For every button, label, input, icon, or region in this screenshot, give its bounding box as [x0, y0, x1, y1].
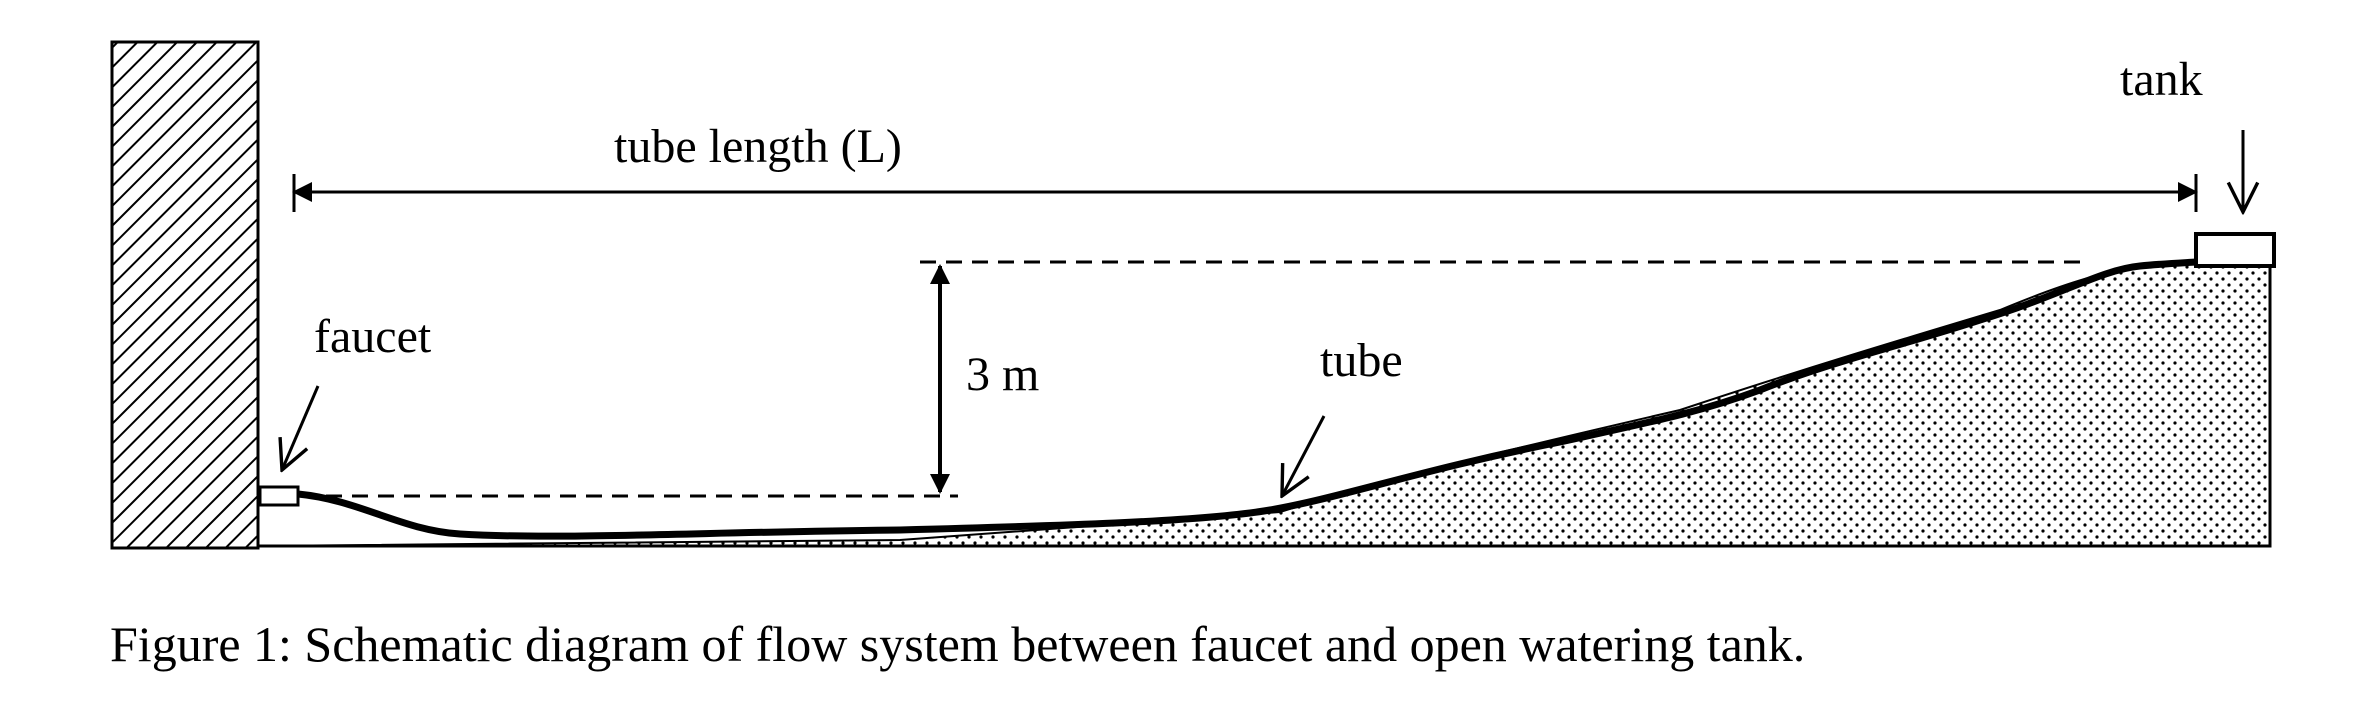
faucet-label: faucet	[314, 310, 432, 363]
wall	[110, 40, 260, 550]
tube-pointer-arrow	[1282, 415, 1326, 496]
tube-label: tube	[1320, 334, 1403, 387]
height-label: 3 m	[966, 348, 1039, 401]
tube	[294, 258, 2200, 540]
tube-length-label: tube length (L)	[614, 120, 902, 173]
figure-caption: Figure 1: Schematic diagram of flow syst…	[110, 616, 1806, 672]
faucet	[258, 485, 300, 507]
ground-slope	[258, 262, 2270, 546]
faucet-pointer-arrow	[282, 385, 320, 470]
tank-label: tank	[2120, 53, 2203, 106]
tank	[2194, 232, 2276, 268]
